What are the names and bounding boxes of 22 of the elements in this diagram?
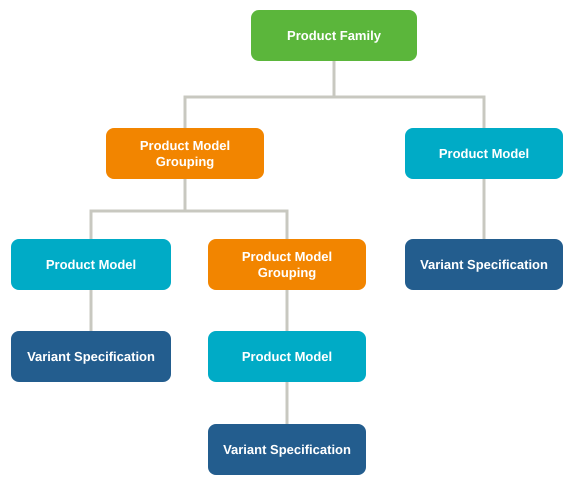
box-label: Product Model Grouping [138, 138, 232, 170]
org-chart-box [11, 331, 171, 382]
connector-line [286, 290, 288, 331]
connector-line [90, 290, 92, 331]
org-chart-box [208, 239, 366, 290]
box-label: Variant Specification [420, 256, 548, 272]
box-label: Variant Specification [27, 348, 155, 364]
connector-line [482, 179, 486, 239]
connector-line [286, 382, 288, 424]
box-label: Variant Specification [223, 442, 351, 458]
org-chart-box [251, 10, 417, 61]
org-chart-box [208, 424, 366, 475]
box-label: Product Model [242, 348, 332, 364]
org-chart-box [208, 331, 366, 382]
box-label: Product Model [46, 256, 136, 272]
box-label: Product Model [438, 146, 530, 162]
org-chart-box [106, 128, 264, 179]
org-chart-box [11, 239, 171, 290]
org-chart-box [405, 128, 563, 179]
box-label: Product Family [287, 28, 381, 44]
box-label: Product Model Grouping [240, 248, 334, 280]
org-chart-box [405, 239, 563, 290]
